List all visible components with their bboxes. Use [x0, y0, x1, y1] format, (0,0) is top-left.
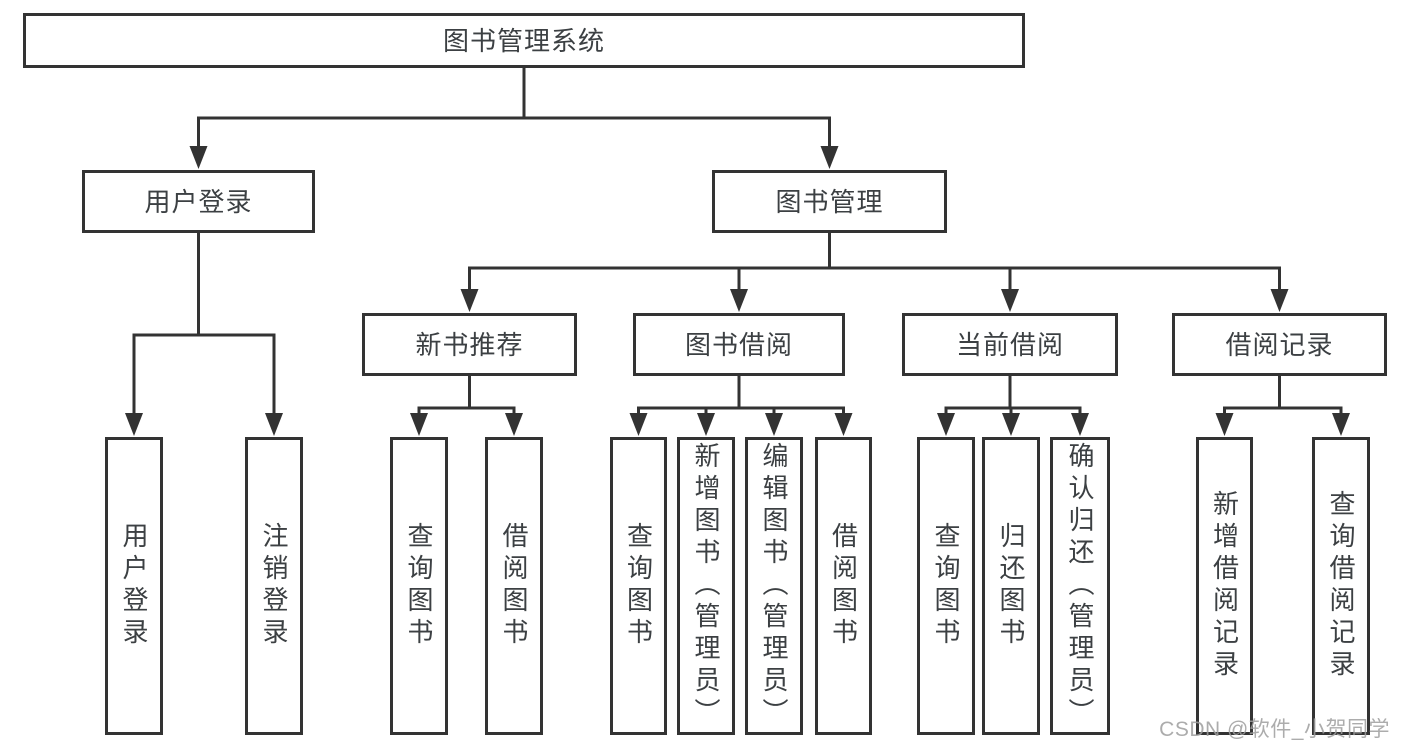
csdn-watermark: CSDN @软件_小贺同学: [1159, 718, 1390, 741]
node-query-books-3: 查询图书: [917, 437, 975, 735]
node-confirm-return: 确认归还（管理员）: [1050, 437, 1110, 735]
node-label-borrow-books-2: 借阅图书: [828, 522, 859, 650]
node-label-user-login: 用户登录: [144, 186, 253, 217]
node-label-borrow-books-1: 借阅图书: [499, 522, 529, 650]
node-label-book-mgmt: 图书管理: [775, 186, 884, 217]
node-label-query-books-2: 查询图书: [623, 522, 654, 650]
node-logout-action: 注销登录: [245, 437, 303, 735]
node-label-new-book-rec: 新书推荐: [415, 329, 524, 360]
node-label-confirm-return: 确认归还（管理员）: [1065, 442, 1095, 730]
node-login-action: 用户登录: [105, 437, 163, 735]
node-add-books: 新增图书（管理员）: [677, 437, 735, 735]
node-user-login: 用户登录: [82, 170, 315, 233]
node-label-logout-action: 注销登录: [259, 522, 289, 650]
node-label-query-books-1: 查询图书: [404, 522, 434, 650]
node-book-mgmt: 图书管理: [712, 170, 947, 233]
node-return-books: 归还图书: [982, 437, 1040, 735]
node-label-query-borrow-record: 查询借阅记录: [1326, 490, 1356, 682]
node-new-book-rec: 新书推荐: [362, 313, 577, 376]
node-label-borrow-records: 借阅记录: [1225, 329, 1334, 360]
node-book-borrow: 图书借阅: [633, 313, 845, 376]
node-label-book-borrow: 图书借阅: [684, 329, 793, 360]
node-borrow-records: 借阅记录: [1172, 313, 1387, 376]
node-label-add-books: 新增图书（管理员）: [691, 442, 721, 730]
node-label-current-borrow: 当前借阅: [955, 329, 1064, 360]
node-label-add-borrow-record: 新增借阅记录: [1209, 490, 1240, 682]
node-query-books-2: 查询图书: [610, 437, 667, 735]
node-add-borrow-record: 新增借阅记录: [1196, 437, 1253, 735]
node-root: 图书管理系统: [23, 13, 1025, 68]
node-edit-books: 编辑图书（管理员）: [745, 437, 803, 735]
node-query-borrow-record: 查询借阅记录: [1312, 437, 1370, 735]
node-label-return-books: 归还图书: [996, 522, 1026, 650]
node-label-login-action: 用户登录: [119, 522, 149, 650]
node-current-borrow: 当前借阅: [902, 313, 1118, 376]
node-label-query-books-3: 查询图书: [931, 522, 961, 650]
node-borrow-books-2: 借阅图书: [815, 437, 872, 735]
node-borrow-books-1: 借阅图书: [485, 437, 543, 735]
node-label-root: 图书管理系统: [442, 25, 605, 56]
node-query-books-1: 查询图书: [390, 437, 448, 735]
node-label-edit-books: 编辑图书（管理员）: [759, 442, 789, 730]
